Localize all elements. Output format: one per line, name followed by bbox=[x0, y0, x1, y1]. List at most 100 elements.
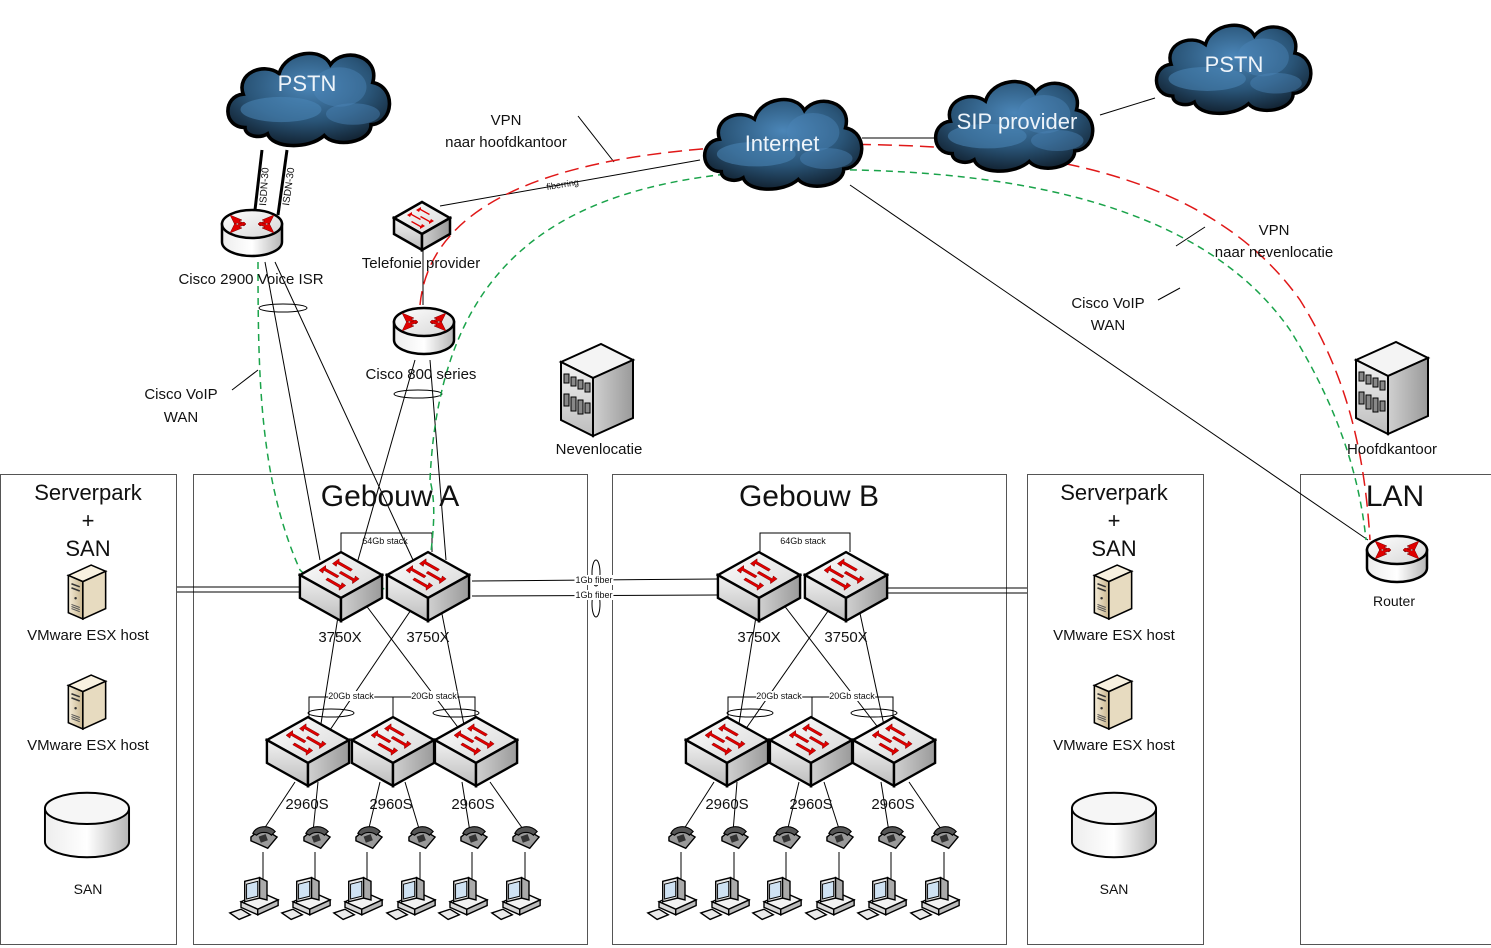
pc-icon bbox=[333, 876, 383, 921]
gebouw-a-access2-label: 2960S bbox=[369, 796, 413, 813]
router-label: Router bbox=[1372, 593, 1416, 609]
fiberring-label: fiberring bbox=[546, 177, 580, 192]
gebouw-a-access3-label: 2960S bbox=[451, 796, 495, 813]
gebouw-a-title: Gebouw A bbox=[320, 480, 460, 513]
vpn-nl-title: VPN bbox=[1258, 222, 1290, 239]
zone-serverpark-left bbox=[0, 474, 177, 945]
c2900-core1-link bbox=[264, 261, 321, 561]
pc-icon bbox=[386, 876, 436, 921]
phone-icon bbox=[878, 826, 906, 849]
telefonie-provider-label: Telefonie provider bbox=[361, 255, 481, 272]
esx-host-server-icon bbox=[67, 564, 107, 620]
stack64-a-bracket bbox=[340, 532, 433, 552]
serverpark-right-san-title: SAN bbox=[1091, 536, 1137, 561]
voip-right-subtitle: WAN bbox=[1090, 317, 1126, 334]
vpn-hq-callout bbox=[577, 115, 615, 163]
zone-gebouw-a bbox=[193, 474, 588, 945]
voip-left-callout bbox=[231, 369, 259, 391]
phone-icon bbox=[668, 826, 696, 849]
esx-host-label: VMware ESX host bbox=[27, 627, 149, 644]
gebouw-a-phones bbox=[250, 826, 540, 849]
gebouw-b-title: Gebouw B bbox=[738, 480, 880, 513]
phone-icon bbox=[303, 826, 331, 849]
vpn-tunnel-path bbox=[419, 143, 1371, 541]
lan-title: LAN bbox=[1365, 480, 1425, 513]
nevenlocatie-building-icon bbox=[560, 343, 634, 437]
pstn-right-label: PSTN bbox=[1204, 52, 1264, 77]
stack64-b-bracket bbox=[759, 532, 851, 552]
gebouw-a-access1-label: 2960S bbox=[285, 796, 329, 813]
gebouw-b-pcs bbox=[647, 876, 960, 921]
gebouw-b-core1-label: 3750X bbox=[737, 629, 781, 646]
cisco2900-label: Cisco 2900 Voice ISR bbox=[178, 271, 324, 288]
internet-router-link bbox=[849, 184, 1369, 541]
phone-icon bbox=[931, 826, 959, 849]
san-label: SAN bbox=[73, 881, 103, 897]
san-label: SAN bbox=[1099, 881, 1129, 897]
serverpark-left-plus: + bbox=[81, 508, 95, 533]
telefonie-provider-switch-icon bbox=[392, 200, 452, 252]
serverpark-right-plus: + bbox=[1107, 508, 1121, 533]
gebouw-b-access-switch-2-icon bbox=[768, 715, 854, 788]
c800-core2-link bbox=[429, 359, 447, 561]
c800-core1-link bbox=[357, 359, 416, 561]
c2900-core2-link bbox=[274, 261, 414, 561]
pc-icon bbox=[647, 876, 697, 921]
serverpark-left-title: Serverpark bbox=[34, 480, 142, 505]
gebouw-a-access-switch-2-icon bbox=[350, 715, 436, 788]
voip-left-subtitle: WAN bbox=[163, 409, 199, 426]
phone-icon bbox=[721, 826, 749, 849]
gebouw-a-core-switch-2-icon bbox=[385, 550, 471, 623]
phone-icon bbox=[773, 826, 801, 849]
hoofdkantoor-label: Hoofdkantoor bbox=[1346, 441, 1438, 458]
cisco800-router-icon bbox=[392, 306, 456, 356]
gebouw-b-access2-label: 2960S bbox=[789, 796, 833, 813]
vpn-hq-title: VPN bbox=[490, 112, 522, 129]
esx-host-server-icon bbox=[1093, 674, 1133, 730]
gebouw-b-access3-label: 2960S bbox=[871, 796, 915, 813]
isdn-label-1: ISDN-30 bbox=[258, 167, 272, 206]
gebouw-b-core-switch-2-icon bbox=[803, 550, 889, 623]
voip-wan-path-left bbox=[257, 261, 435, 593]
cisco800-label: Cisco 800 series bbox=[365, 366, 477, 383]
zone-gebouw-b bbox=[612, 474, 1007, 945]
gebouw-b-access1-label: 2960S bbox=[705, 796, 749, 813]
esx-host-server-icon bbox=[67, 674, 107, 730]
voip-right-callout bbox=[1157, 287, 1181, 301]
phone-icon bbox=[250, 826, 278, 849]
esx-host-label: VMware ESX host bbox=[1053, 627, 1175, 644]
gebouw-a-pcs bbox=[229, 876, 541, 921]
san-storage-icon bbox=[43, 791, 131, 859]
pc-icon bbox=[491, 876, 541, 921]
vpn-nl-subtitle: naar nevenlocatie bbox=[1214, 244, 1334, 261]
pc-icon bbox=[910, 876, 960, 921]
phone-icon bbox=[826, 826, 854, 849]
serverpark-right-title: Serverpark bbox=[1060, 480, 1168, 505]
pc-icon bbox=[229, 876, 279, 921]
sip-pstn-link bbox=[1099, 97, 1156, 116]
telefonie-internet-link bbox=[439, 159, 701, 207]
pstn-left-cloud-icon bbox=[228, 53, 390, 145]
serverpark-left-san-title: SAN bbox=[65, 536, 111, 561]
gebouw-b-access-switch-3-icon bbox=[851, 715, 937, 788]
isdn-link-1 bbox=[253, 149, 264, 211]
fiber-label-2: 1Gb fiber bbox=[574, 590, 614, 600]
esx-host-server-icon bbox=[1093, 564, 1133, 620]
isdn-label-2: ISDN-30 bbox=[281, 166, 297, 206]
zone-serverpark-right bbox=[1027, 474, 1204, 945]
voip-wan-path-right bbox=[429, 168, 1367, 541]
lan-router-icon bbox=[1365, 534, 1429, 584]
cisco2900-router-icon bbox=[220, 208, 284, 258]
esx-host-label: VMware ESX host bbox=[27, 737, 149, 754]
stack64-a-label: 64Gb stack bbox=[362, 536, 408, 546]
voip-left-title: Cisco VoIP bbox=[144, 386, 218, 403]
phone-icon bbox=[408, 826, 436, 849]
gebouw-a-access-switch-1-icon bbox=[265, 715, 351, 788]
stack20-a2-label: 20Gb stack bbox=[411, 691, 457, 701]
sip-provider-label: SIP provider bbox=[956, 109, 1078, 134]
gebouw-b-core2-label: 3750X bbox=[824, 629, 868, 646]
gebouw-a-core2-label: 3750X bbox=[406, 629, 450, 646]
pc-icon bbox=[281, 876, 331, 921]
hoofdkantoor-building-icon bbox=[1355, 341, 1429, 435]
pc-icon bbox=[805, 876, 855, 921]
